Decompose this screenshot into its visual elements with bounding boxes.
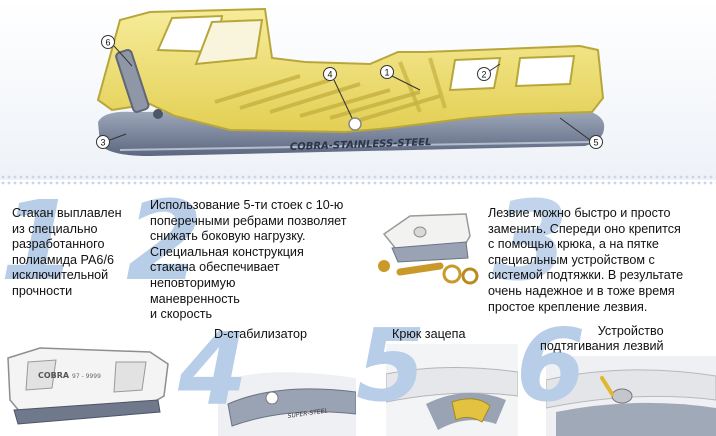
tightening-device (115, 49, 150, 113)
svg-text:97 - 9999: 97 - 9999 (72, 373, 101, 380)
callout-2: 2 (477, 67, 491, 81)
callout-6: 6 (101, 35, 115, 49)
feature-number-2: 2 (126, 177, 203, 305)
feature-4-label: D-стабилизатор (214, 327, 307, 341)
d-stabilizer-photo: SUPER-STEEL (218, 372, 356, 436)
svg-text:1: 1 (384, 68, 389, 78)
svg-text:4: 4 (327, 70, 332, 80)
holder-window (514, 54, 576, 88)
feature-1-text: Стакан выплавлен из специально разработа… (12, 206, 122, 298)
blade-mount-photo (370, 196, 488, 292)
callout-1: 1 (380, 65, 394, 79)
skate-holder-diagram: COBRA-STAINLESS-STEEL 6 4 1 2 3 5 (0, 0, 716, 180)
feature-6-label: Устройство подтягивания лезвий (540, 324, 664, 353)
holder-window (194, 18, 264, 66)
feature-number-4: 4 (178, 311, 248, 428)
hook-photo (386, 344, 518, 436)
svg-text:6: 6 (105, 38, 110, 48)
svg-text:COBRA: COBRA (38, 371, 70, 380)
feature-number-1: 1 (0, 177, 77, 305)
feature-number-6: 6 (516, 307, 586, 424)
feature-5-label: Крюк зацепа (392, 327, 466, 341)
callout-4: 4 (323, 67, 337, 81)
feature-number-3: 3 (492, 177, 569, 305)
holder-photo: COBRA 97 - 9999 (0, 330, 176, 436)
dotted-separator (0, 174, 716, 186)
feature-2-text: Использование 5-ти стоек с 10-ю поперечн… (150, 198, 347, 322)
tightening-photo (546, 356, 716, 436)
holder-window (448, 56, 502, 92)
feature-number-5: 5 (356, 307, 426, 424)
feature-3-text: Лезвие можно быстро и просто заменить. С… (488, 206, 684, 314)
svg-text:3: 3 (100, 138, 105, 148)
blade-text: COBRA-STAINLESS-STEEL (290, 137, 432, 153)
svg-text:2: 2 (481, 70, 486, 80)
callout-5: 5 (589, 135, 603, 149)
svg-text:5: 5 (593, 138, 598, 148)
d-stabilizer-hole (348, 117, 362, 131)
callout-3: 3 (96, 135, 110, 149)
